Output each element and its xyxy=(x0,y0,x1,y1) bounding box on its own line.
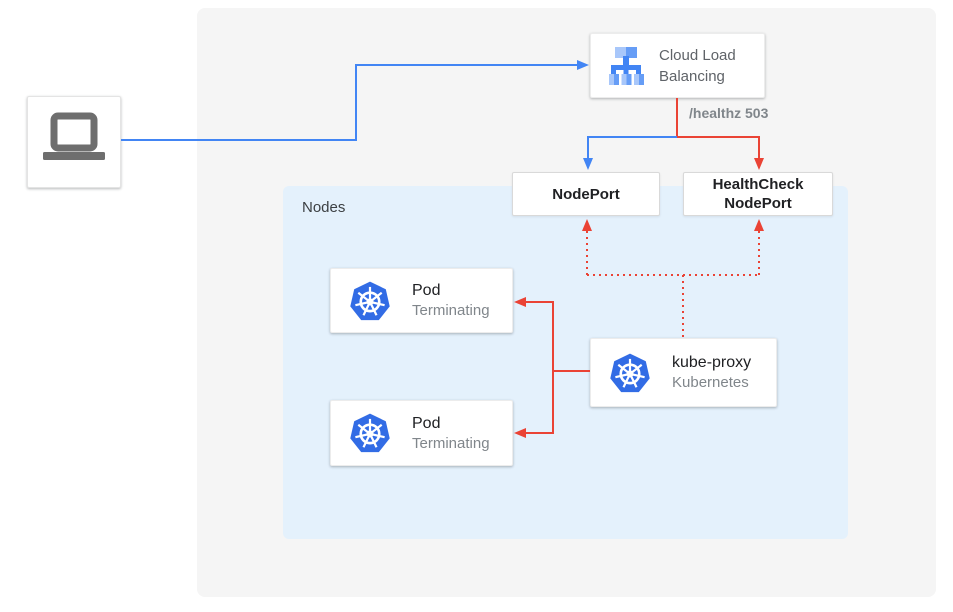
nodes-panel-label: Nodes xyxy=(302,199,346,216)
kube-proxy-title: kube-proxy xyxy=(672,354,752,371)
cloud-load-balancing-icon xyxy=(602,42,650,90)
healthcheck-nodeport-node: HealthCheck NodePort xyxy=(683,172,833,216)
cloud-load-balancing-node: Cloud Load Balancing xyxy=(590,33,765,98)
kubernetes-icon xyxy=(348,411,392,455)
client-node xyxy=(27,96,121,188)
pod-status: Terminating xyxy=(412,434,490,452)
healthz-annotation: /healthz 503 xyxy=(689,105,769,121)
cloud-load-balancing-label: Cloud Load Balancing xyxy=(659,46,736,85)
laptop-icon xyxy=(41,112,107,172)
kube-proxy-node: kube-proxy Kubernetes xyxy=(590,338,777,407)
pod-status: Terminating xyxy=(412,302,490,319)
pod-title: Pod xyxy=(412,282,441,299)
pod-title: Pod xyxy=(412,414,441,432)
pod-terminating-node-top: Pod Terminating xyxy=(330,268,513,333)
kube-proxy-subtitle: Kubernetes xyxy=(672,374,749,391)
kubernetes-icon xyxy=(348,279,392,323)
nodeport-node: NodePort xyxy=(512,172,660,216)
pod-terminating-node-bottom: Pod Terminating xyxy=(330,400,513,466)
kubernetes-icon xyxy=(608,351,652,395)
